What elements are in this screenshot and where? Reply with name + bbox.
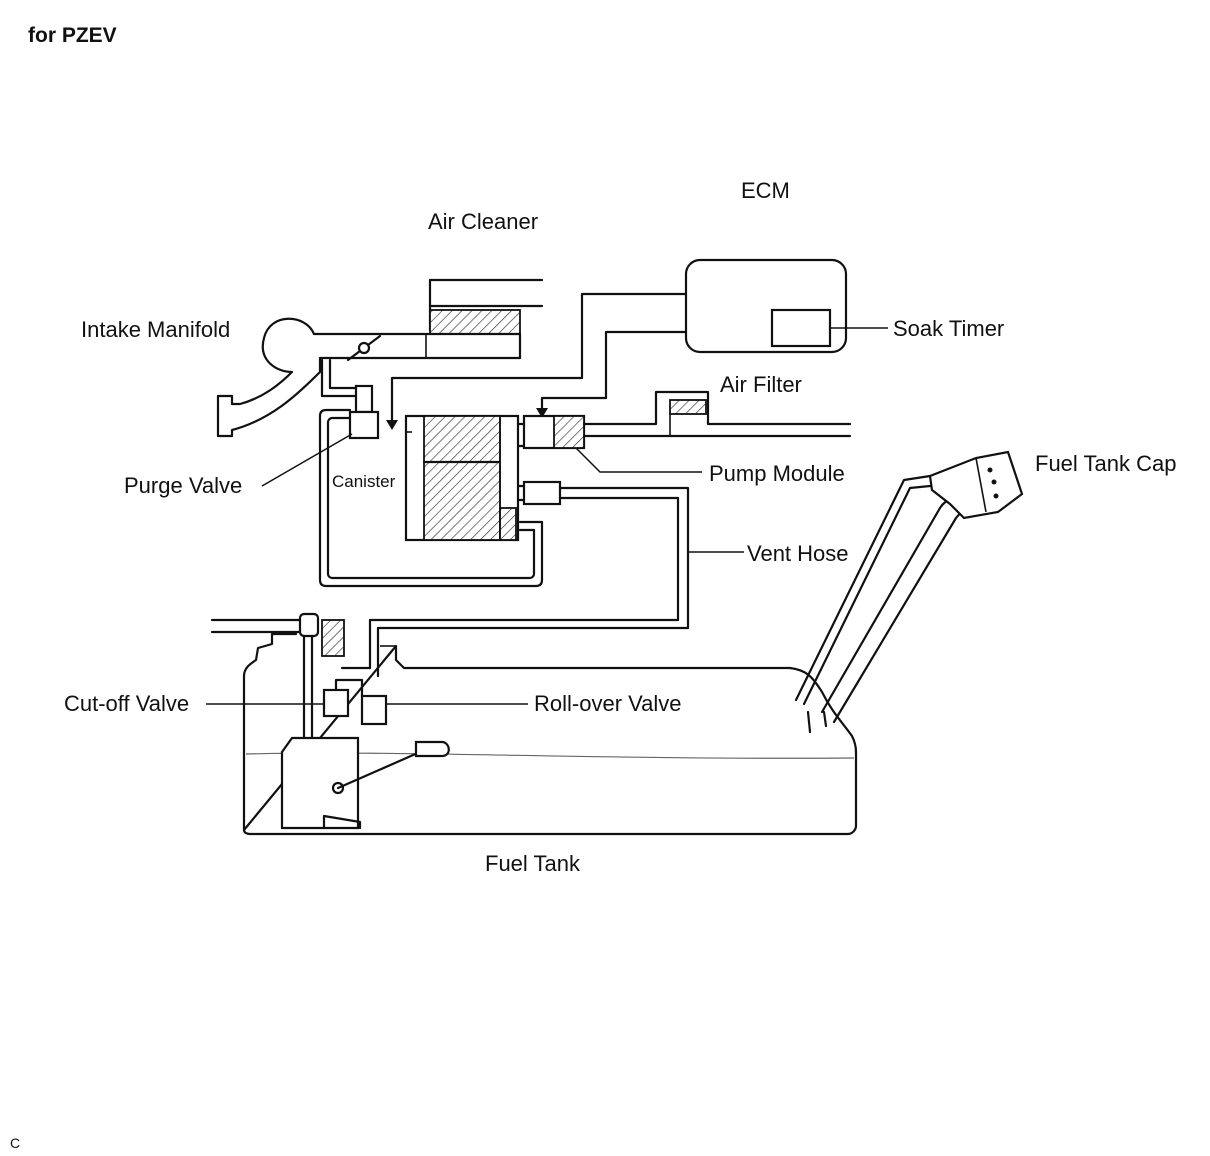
cut-off-valve-label: Cut-off Valve bbox=[64, 691, 189, 716]
pump-wire-arrow bbox=[536, 408, 548, 418]
fuel-pump-unit bbox=[280, 736, 360, 830]
pump-module bbox=[516, 390, 852, 450]
cut-off-valve bbox=[322, 688, 350, 718]
vent-hose-label: Vent Hose bbox=[747, 541, 849, 566]
roll-over-valve-label: Roll-over Valve bbox=[534, 691, 682, 716]
intake-manifold bbox=[216, 317, 322, 438]
cap-dot-3 bbox=[993, 493, 999, 499]
labels: ECM Air Cleaner Intake Manifold Soak Tim… bbox=[64, 178, 1176, 876]
purge-to-canister-inner bbox=[326, 416, 536, 580]
filler-clips bbox=[806, 710, 828, 734]
purge-wire-arrow bbox=[386, 420, 398, 430]
purge-line-a bbox=[320, 358, 358, 398]
air-cleaner-label: Air Cleaner bbox=[428, 209, 538, 234]
vent-hose-outer bbox=[376, 486, 690, 678]
fuel-tank-cap-label: Fuel Tank Cap bbox=[1035, 451, 1176, 476]
ecm-wiring bbox=[386, 292, 688, 430]
pump-module-wire bbox=[540, 330, 688, 414]
filler-pipe-1 bbox=[794, 474, 932, 702]
pump-module-filter bbox=[553, 415, 585, 449]
vent-valve bbox=[522, 480, 562, 506]
purge-valve-wire bbox=[390, 292, 688, 426]
purge-valve-leader bbox=[261, 433, 353, 487]
soak-timer-box bbox=[770, 308, 832, 348]
diagram-title: for PZEV bbox=[28, 24, 117, 47]
air-filter-element bbox=[669, 399, 707, 415]
valve-connector bbox=[334, 678, 364, 698]
soak-timer-label: Soak Timer bbox=[893, 316, 1004, 341]
filler-pipe-2 bbox=[802, 484, 932, 706]
canister bbox=[404, 414, 520, 542]
throttle-shaft bbox=[357, 341, 371, 355]
pump-module-label: Pump Module bbox=[709, 461, 845, 486]
canister-port-filter bbox=[499, 507, 517, 541]
pump-module-leader bbox=[575, 447, 702, 473]
tank-top-fitting bbox=[321, 619, 345, 657]
fuel-tank-label: Fuel Tank bbox=[485, 851, 581, 876]
fuel-line-connector bbox=[298, 612, 320, 638]
leader-lines bbox=[206, 327, 888, 705]
purge-to-canister-outer bbox=[318, 408, 544, 588]
cap-ridge bbox=[975, 457, 987, 513]
vent-hose-assembly bbox=[340, 480, 690, 678]
tank-top-lines bbox=[210, 612, 345, 742]
canister-label: Canister bbox=[332, 472, 396, 491]
fuel-tank bbox=[242, 632, 858, 836]
float-arm bbox=[336, 750, 422, 790]
corner-mark: C bbox=[10, 1135, 20, 1151]
filler-neck bbox=[794, 450, 1024, 734]
purge-valve-stem bbox=[354, 384, 374, 414]
tank-valves bbox=[322, 678, 388, 726]
canister-charcoal bbox=[423, 415, 501, 541]
air-cleaner-element bbox=[429, 309, 521, 335]
fuel-float bbox=[414, 740, 450, 758]
purge-valve-assembly bbox=[318, 358, 544, 588]
vent-hose-inner bbox=[340, 496, 680, 670]
purge-valve bbox=[348, 410, 380, 440]
pump-strainer bbox=[322, 814, 362, 830]
roll-over-valve bbox=[360, 694, 388, 726]
ecm-unit bbox=[684, 258, 848, 354]
air-filter-line-top bbox=[582, 390, 852, 426]
manifold-outline bbox=[216, 317, 322, 438]
purge-valve-label: Purge Valve bbox=[124, 473, 242, 498]
cap-dot-2 bbox=[991, 479, 997, 485]
cap-dot-1 bbox=[987, 467, 993, 473]
ecm-label: ECM bbox=[741, 178, 790, 203]
fuel-tank-cap bbox=[928, 450, 1024, 520]
intake-manifold-label: Intake Manifold bbox=[81, 317, 230, 342]
purge-line-b bbox=[328, 358, 358, 390]
filler-neck-inner bbox=[832, 508, 978, 724]
air-filter-label: Air Filter bbox=[720, 372, 802, 397]
fuel-tank-outline bbox=[242, 632, 858, 836]
air-cleaner bbox=[312, 278, 544, 362]
